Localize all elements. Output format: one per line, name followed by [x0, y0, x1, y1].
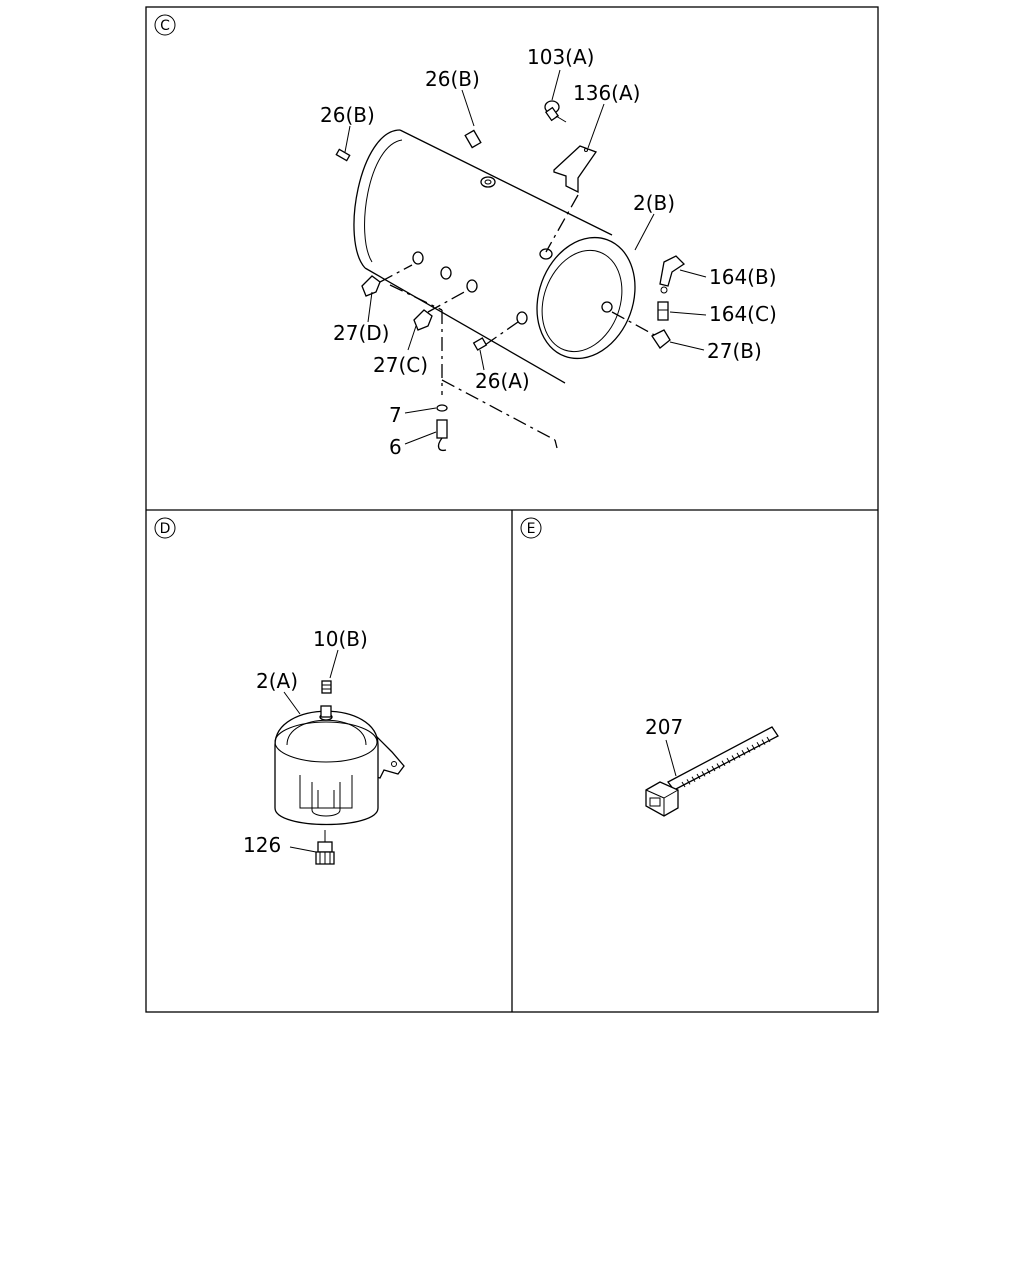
cable-tie-tooth [731, 755, 736, 761]
part-label-2a: 2(A) [256, 669, 298, 693]
plug-26b-left [335, 148, 351, 162]
cable-tie-tooth [691, 776, 696, 782]
part-label-207: 207 [645, 715, 683, 739]
cable-tie-head [645, 781, 679, 817]
section-marker-label: D [160, 521, 171, 537]
part-label-10b: 10(B) [313, 627, 368, 651]
section-marker-circle [154, 517, 176, 539]
cable-tie-tooth [736, 752, 741, 759]
cable-tie-tooth [746, 747, 751, 753]
part-label-27c: 27(C) [373, 353, 428, 377]
cable-tie-tooth [766, 736, 771, 743]
tank-left-end-rim [364, 139, 403, 263]
air-tank-assembly [353, 129, 636, 385]
part-label-26b-top: 26(B) [425, 67, 480, 91]
section-marker-circle [520, 517, 542, 539]
cable-tie-tooth [741, 749, 746, 756]
dash-leaders [379, 194, 661, 449]
tank-bottom-edge [364, 267, 566, 384]
cable-tie-tooth [696, 773, 701, 780]
cable-tie-tooth [716, 763, 721, 769]
fitting-27b [651, 329, 671, 349]
tank-left-end [353, 129, 401, 269]
part-label-27d: 27(D) [333, 321, 389, 345]
drain-plug-top [464, 129, 482, 149]
drain-cock-6 [436, 419, 448, 452]
tank-right-end-rim [541, 249, 623, 353]
cable-tie-tooth [681, 781, 686, 788]
cable-tie-tooth [706, 768, 711, 775]
elbow-164b [659, 255, 686, 294]
plug-10b [321, 680, 332, 694]
cable-tie-tooth [686, 779, 691, 785]
cable-tie-tooth [756, 741, 761, 748]
part-label-136a: 136(A) [573, 81, 640, 105]
tank-boss [480, 176, 496, 188]
cable-tie-tooth [701, 771, 706, 777]
part-label-126: 126 [243, 833, 281, 857]
part-label-103a: 103(A) [527, 45, 594, 69]
tank-boss [466, 279, 478, 293]
section-marker-circle [154, 14, 176, 36]
part-label-7: 7 [389, 403, 402, 427]
cable-tie-tooth [721, 760, 726, 767]
label-leaders-d [283, 649, 339, 853]
tank-boss [516, 311, 528, 325]
tank-boss [440, 266, 452, 280]
part-label-27b: 27(B) [707, 339, 762, 363]
fitting-27d [361, 275, 381, 297]
cable-tie-strap [667, 726, 779, 791]
section-marker-d: D [154, 517, 176, 539]
panel-frame [145, 6, 879, 1013]
part-label-164b: 164(B) [709, 265, 777, 289]
tank-boss [601, 301, 613, 313]
fitting-126 [315, 830, 335, 865]
cable-tie-207 [645, 726, 779, 817]
section-marker-label: C [160, 18, 170, 34]
washer-7 [436, 404, 448, 412]
part-label-164c: 164(C) [709, 302, 777, 326]
fitting-27c [413, 309, 433, 331]
connector-164c [657, 301, 669, 321]
bracket-136a [553, 145, 598, 194]
bolt-103a [544, 100, 567, 123]
tank-boss [539, 248, 553, 260]
section-marker-c: C [154, 14, 176, 36]
part-label-26a: 26(A) [475, 369, 530, 393]
small-tank-body [274, 745, 379, 826]
cable-tie-tooth [711, 765, 716, 772]
cable-tie-tooth [761, 739, 766, 745]
cable-tie-tooth [726, 757, 731, 764]
plug-26a [472, 337, 488, 351]
cable-tie-tooth [751, 744, 756, 751]
part-label-26b-left: 26(B) [320, 103, 375, 127]
part-label-6: 6 [389, 435, 402, 459]
section-marker-label: E [527, 521, 536, 537]
section-marker-e: E [520, 517, 542, 539]
small-tank-assembly [274, 705, 405, 826]
part-label-2b: 2(B) [633, 191, 675, 215]
label-leaders-c [344, 69, 707, 445]
tank-top-edge [399, 129, 613, 236]
tank-boss [412, 251, 424, 265]
